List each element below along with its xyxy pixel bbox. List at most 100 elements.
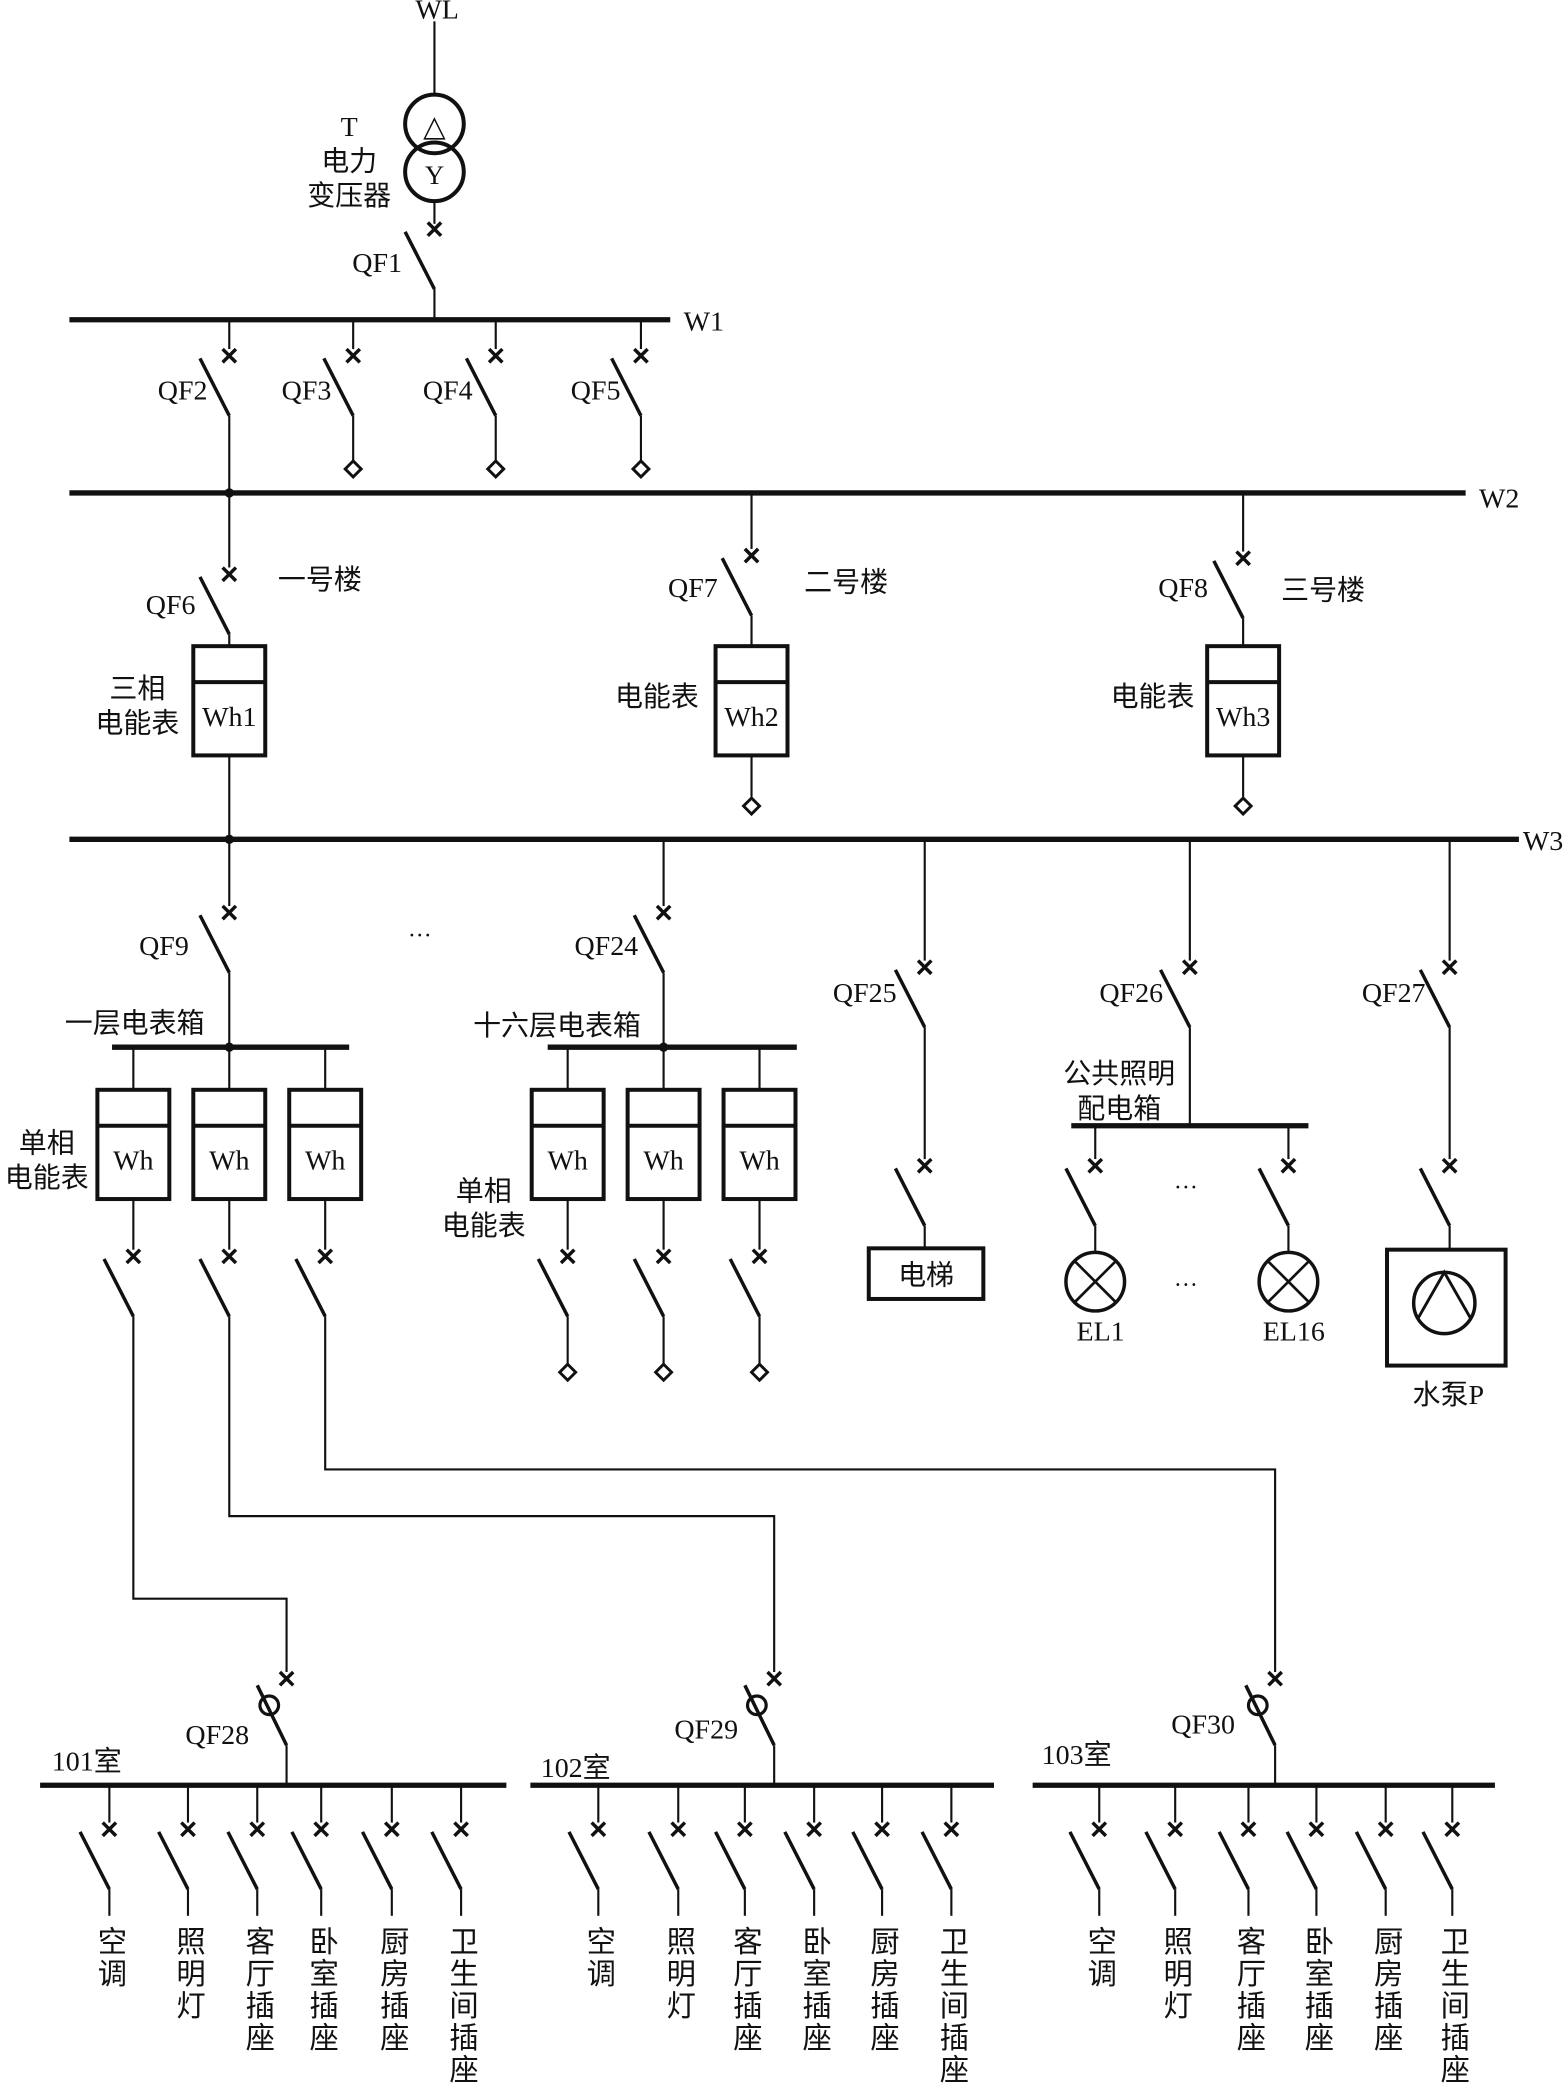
- breaker-blade: [1158, 969, 1192, 1028]
- x-stroke: [221, 904, 238, 921]
- breaker-label: QF26: [1099, 978, 1163, 1009]
- trip-x-icon: [221, 566, 238, 583]
- breaker-blade: [1354, 1831, 1388, 1890]
- x-stroke: [1377, 1821, 1394, 1838]
- x-stroke: [101, 1821, 118, 1838]
- trip-x-icon: [736, 1821, 753, 1838]
- circuit-label: 卧室插座: [1300, 1926, 1334, 2054]
- x-stroke: [633, 347, 649, 364]
- terminal-diamond-icon: [653, 1362, 674, 1383]
- trip-x-icon: [1267, 1670, 1283, 1687]
- x-stroke: [487, 347, 504, 364]
- trip-x-icon: [1308, 1821, 1325, 1838]
- circuit-label: 空调: [582, 1926, 615, 1990]
- x-stroke: [1441, 959, 1458, 976]
- breaker-blade: [78, 1831, 111, 1890]
- feeder-cable: [324, 1316, 1277, 1672]
- room-label: 101室: [52, 1746, 122, 1778]
- trip-x-icon: [221, 904, 238, 921]
- trip-x-icon: [317, 1248, 334, 1265]
- meter-label: Wh: [305, 1146, 345, 1177]
- breaker-label: QF1: [352, 248, 402, 279]
- trip-x-icon: [345, 347, 362, 364]
- lamp-cross: [1074, 1260, 1117, 1303]
- trip-x-icon: [743, 547, 760, 564]
- circuit-label: 厨房插座: [866, 1926, 900, 2054]
- energy-meter: [287, 1087, 364, 1202]
- energy-meter: [713, 644, 790, 758]
- trip-x-icon: [916, 1157, 933, 1174]
- breaker-blade: [1244, 1684, 1277, 1747]
- trip-x-icon: [249, 1821, 266, 1838]
- trip-x-icon: [278, 1670, 295, 1687]
- breaker-blade: [632, 914, 666, 974]
- breaker-label: QF5: [571, 376, 621, 407]
- x-stroke: [249, 1821, 266, 1838]
- circuit-label: 卫生间插座: [445, 1926, 479, 2086]
- wye-symbol: Y: [425, 160, 444, 190]
- trip-x-icon: [806, 1821, 823, 1838]
- meter-label: Wh2: [724, 702, 778, 733]
- breaker-blade: [610, 357, 643, 417]
- trip-x-icon: [1087, 1157, 1104, 1174]
- meter-type-label: 单相: [456, 1175, 512, 1207]
- circuit-label: 照明灯: [1159, 1926, 1192, 2022]
- x-stroke: [655, 1248, 672, 1265]
- terminal-diamond-icon: [557, 1362, 578, 1383]
- x-stroke: [1091, 1821, 1108, 1838]
- breaker-blade: [464, 357, 498, 417]
- x-stroke: [453, 1821, 469, 1838]
- trip-x-icon: [1280, 1157, 1297, 1174]
- breaker-blade: [294, 1258, 327, 1318]
- ellipsis: ···: [1174, 1175, 1198, 1201]
- meter-label: Wh: [739, 1146, 779, 1177]
- lamp-icon: [1257, 1250, 1320, 1313]
- energy-meter: [625, 1087, 702, 1202]
- trip-x-icon: [670, 1821, 687, 1838]
- breaker-label: QF7: [668, 573, 718, 604]
- breaker-blade: [728, 1258, 762, 1318]
- breaker-blade: [1421, 1831, 1454, 1890]
- breaker-blade: [1217, 1831, 1251, 1890]
- x-stroke: [345, 347, 362, 364]
- energy-meter: [95, 1087, 172, 1202]
- breaker-blade: [632, 1258, 666, 1318]
- x-stroke: [736, 1821, 753, 1838]
- lamp-label: EL1: [1077, 1316, 1125, 1347]
- breaker-label: QF27: [1362, 978, 1426, 1009]
- x-stroke: [278, 1670, 295, 1687]
- feeder-cable: [132, 1316, 288, 1672]
- breaker-blade: [198, 576, 231, 635]
- x-stroke: [806, 1821, 823, 1838]
- lamp-cross: [1267, 1260, 1310, 1303]
- breaker-blade: [430, 1831, 463, 1890]
- trip-x-icon: [180, 1821, 196, 1838]
- trip-x-icon: [426, 221, 443, 238]
- x-stroke: [1308, 1821, 1325, 1838]
- public-lighting-label: 公共照明: [1063, 1058, 1175, 1090]
- breaker-blade: [360, 1831, 394, 1890]
- x-stroke: [1441, 1157, 1458, 1174]
- x-stroke: [590, 1821, 607, 1838]
- x-stroke: [317, 1248, 334, 1265]
- breaker-blade: [198, 357, 231, 417]
- meter-type-label: 电能表: [1111, 681, 1195, 713]
- transformer-primary-winding: [403, 92, 466, 156]
- terminal-diamond-icon: [630, 458, 652, 480]
- ellipsis: ···: [1174, 1272, 1198, 1298]
- breaker-blade: [198, 914, 231, 974]
- circuit-label: 卧室插座: [305, 1926, 339, 2054]
- circuit-label: 照明灯: [172, 1926, 205, 2022]
- delta-symbol: △: [423, 111, 446, 143]
- trip-x-icon: [221, 1248, 238, 1265]
- x-stroke: [1444, 1821, 1461, 1838]
- breaker-blade: [851, 1831, 884, 1890]
- x-stroke: [1280, 1157, 1297, 1174]
- energy-meter: [191, 644, 268, 758]
- x-stroke: [751, 1248, 768, 1265]
- x-stroke: [916, 959, 933, 976]
- meter-type-label: 单相: [19, 1127, 75, 1159]
- breaker-blade: [893, 1167, 927, 1227]
- breaker-blade: [783, 1831, 816, 1890]
- breaker-label: QF30: [1171, 1709, 1235, 1740]
